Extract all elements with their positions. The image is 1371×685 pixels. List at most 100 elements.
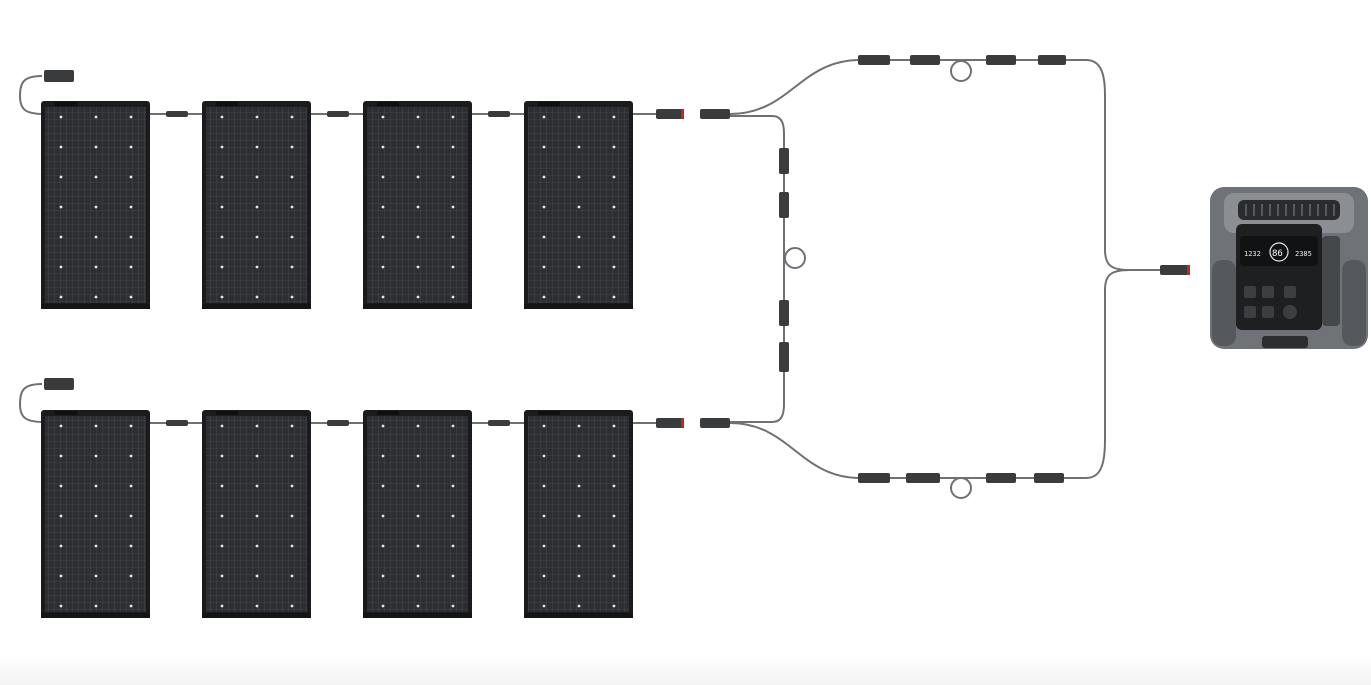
- panel-dot: [290, 604, 294, 608]
- panel-dot: [577, 514, 581, 518]
- panel-dot: [451, 604, 455, 608]
- panel-dot: [451, 514, 455, 518]
- panel-bottom-edge: [202, 613, 311, 618]
- panel-dot: [451, 145, 455, 149]
- panel-dot: [612, 265, 616, 269]
- panel-cells: [367, 416, 468, 612]
- panel-dot: [129, 454, 133, 458]
- station-left-wheel: [1212, 260, 1236, 346]
- panel-dot: [451, 295, 455, 299]
- panel-dot: [542, 574, 546, 578]
- panel-dot: [612, 235, 616, 239]
- panel-dot: [255, 145, 259, 149]
- top-extension-plug: [44, 70, 74, 82]
- panel-cells: [528, 416, 629, 612]
- panel-dot: [94, 544, 98, 548]
- panel-dot: [416, 454, 420, 458]
- panel-dot: [542, 604, 546, 608]
- panel-dot: [94, 235, 98, 239]
- panel-dot: [290, 205, 294, 209]
- panel-cells: [367, 107, 468, 303]
- panel-dot: [381, 235, 385, 239]
- solar-panel-r2-c2: [202, 410, 311, 618]
- top-mc4-pair-1-body: [166, 111, 188, 117]
- panel-dot: [129, 205, 133, 209]
- panel-dot: [255, 295, 259, 299]
- panel-dot: [612, 544, 616, 548]
- panel-dot: [451, 424, 455, 428]
- panel-dot: [59, 175, 63, 179]
- panel-dot: [612, 175, 616, 179]
- upper-chain-mc4-3: [986, 55, 1016, 65]
- vertical-mc4-3: [779, 300, 789, 326]
- panel-dot: [129, 514, 133, 518]
- panel-dot: [612, 205, 616, 209]
- panel-dot: [612, 604, 616, 608]
- panel-junction-box: [55, 102, 77, 106]
- panel-dot: [451, 574, 455, 578]
- cable-loop-lower: [950, 477, 972, 499]
- panel-dot: [381, 604, 385, 608]
- panel-array: [41, 101, 633, 618]
- panel-dot: [542, 295, 546, 299]
- top-branch-cable: [729, 59, 861, 115]
- panel-bottom-edge: [363, 304, 472, 309]
- bottom-mc4-pair-2: [327, 420, 349, 426]
- top-mc4-pair-2-body: [327, 111, 349, 117]
- panel-dot: [451, 175, 455, 179]
- round-outlet: [1283, 305, 1297, 319]
- panel-dot: [59, 484, 63, 488]
- panel-dot: [129, 484, 133, 488]
- lower-chain-mc4-4: [1034, 473, 1064, 483]
- top-output-plug: [656, 109, 684, 119]
- panel-dot: [94, 574, 98, 578]
- panel-dot: [451, 484, 455, 488]
- lower-chain-mc4-2-body: [906, 473, 940, 483]
- station-handle-vent: [1238, 200, 1340, 220]
- panel-dot: [612, 514, 616, 518]
- panel-dot: [220, 574, 224, 578]
- panel-dot: [451, 205, 455, 209]
- vertical-mc4-4: [779, 342, 789, 372]
- bottom-extension-plug: [44, 378, 74, 390]
- bottom-branch-cable: [729, 422, 861, 479]
- panel-dot: [451, 265, 455, 269]
- panel-dot: [612, 424, 616, 428]
- panel-dot: [416, 574, 420, 578]
- upper-chain-cable: [890, 59, 1162, 271]
- panel-dot: [451, 235, 455, 239]
- panel-dot: [255, 454, 259, 458]
- panel-dot: [577, 544, 581, 548]
- panel-dot: [290, 145, 294, 149]
- solar-panel-r2-c1: [41, 410, 150, 618]
- lower-chain-mc4-2: [906, 473, 940, 483]
- panel-dot: [416, 235, 420, 239]
- ac-outlet-4: [1244, 306, 1256, 318]
- panel-dot: [220, 454, 224, 458]
- panel-dot: [220, 544, 224, 548]
- bottom-vertical-lead: [730, 372, 785, 423]
- lower-chain-mc4-3: [986, 473, 1016, 483]
- panel-cells: [45, 107, 146, 303]
- panel-dot: [612, 115, 616, 119]
- panel-dot: [381, 574, 385, 578]
- ac-outlet-2: [1262, 286, 1274, 298]
- panel-dot: [255, 514, 259, 518]
- panel-dot: [129, 115, 133, 119]
- panel-junction-box: [377, 411, 399, 415]
- panel-dot: [542, 205, 546, 209]
- panel-dot: [381, 205, 385, 209]
- bottom-output-plug-body: [656, 418, 684, 428]
- panel-dot: [542, 454, 546, 458]
- panel-dot: [381, 265, 385, 269]
- panel-dot: [220, 205, 224, 209]
- station-input-plug-tip: [1187, 265, 1190, 275]
- panel-junction-box: [538, 102, 560, 106]
- cable-loop-upper: [950, 60, 972, 82]
- panel-dot: [290, 574, 294, 578]
- panel-dot: [59, 454, 63, 458]
- panel-dot: [59, 424, 63, 428]
- panel-dot: [59, 544, 63, 548]
- panel-dot: [542, 544, 546, 548]
- solar-panel-r1-c2: [202, 101, 311, 309]
